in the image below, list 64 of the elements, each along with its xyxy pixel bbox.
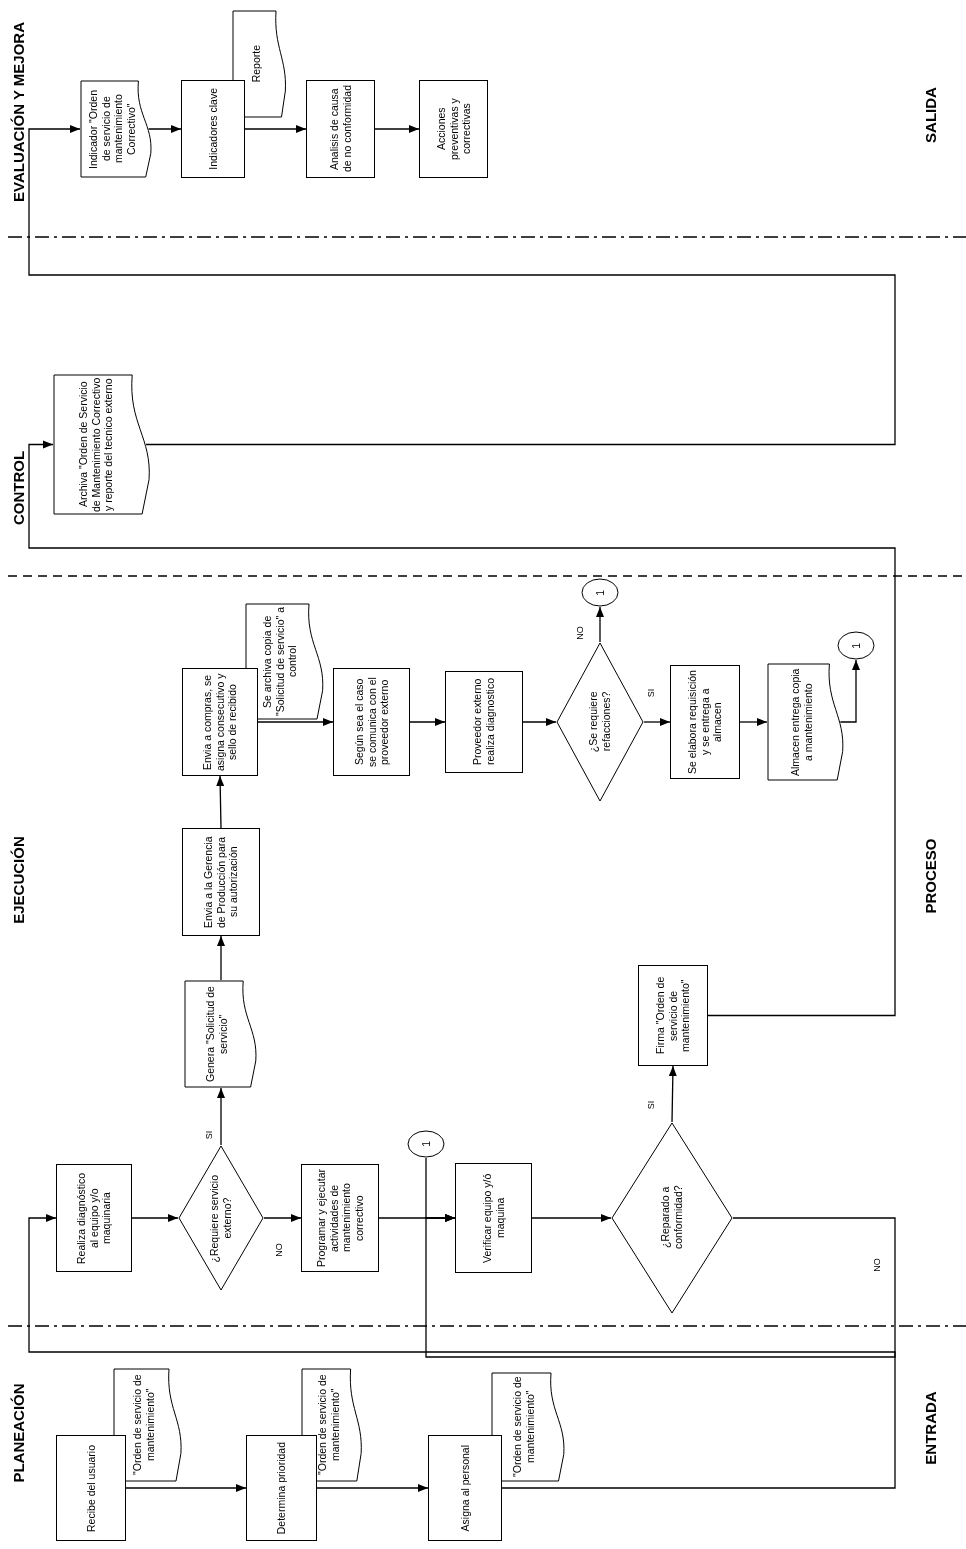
lane-label: EJECUCIÓN <box>10 836 26 924</box>
arrow <box>217 935 225 981</box>
arrow <box>217 1087 225 1146</box>
decision-diamond: ¿Se requiere refacciones? <box>556 642 644 802</box>
decision-diamond: ¿Requiere servicio externo? <box>178 1145 264 1291</box>
process-box: Verificar equipo y/ó maquina <box>455 1163 532 1273</box>
edge-label: SI <box>646 688 656 698</box>
edge-label: SI <box>204 1130 214 1140</box>
process-box: Se elabora requisición y se entrega a almacen <box>670 665 740 779</box>
process-box: Envia a compras, se asigna consecutivo y sello de recibido <box>182 668 258 776</box>
arrow <box>125 1484 247 1492</box>
lane-label: EVALUACIÓN Y MEJORA <box>10 22 26 202</box>
arrow <box>374 125 420 133</box>
process-box: Programar y ejecutar actividades de mantenimiento correctivo <box>301 1164 379 1272</box>
arrow <box>668 1065 677 1123</box>
arrow <box>257 718 334 726</box>
lane-label: SALIDA <box>922 87 938 143</box>
connector-circle: 1 <box>837 631 875 660</box>
process-box: Según sea el caso se comunica con el proveedor externo <box>333 668 410 776</box>
lane-label: ENTRADA <box>922 1391 938 1465</box>
document-shape: "Orden de servicio de mantenimiento" <box>491 1372 566 1482</box>
process-box: Recibe del usuario <box>56 1435 126 1541</box>
document-shape: Genera "Solicitud de servicio" <box>184 980 258 1088</box>
arrow <box>522 718 557 726</box>
arrow <box>131 1214 179 1222</box>
edge-label: NO <box>872 1258 882 1272</box>
arrow <box>425 1214 896 1358</box>
connector-circle: 1 <box>581 578 619 607</box>
document-shape: "Orden de servicio de mantenimiento" <box>113 1368 183 1482</box>
arrow <box>216 775 225 829</box>
document-shape: Reporte <box>232 10 287 118</box>
arrow <box>28 125 896 446</box>
process-box: Indicadores clave <box>181 80 245 178</box>
edge-label: NO <box>575 626 585 640</box>
edge-label: SI <box>646 1100 656 1110</box>
lane-label: CONTROL <box>10 450 26 526</box>
arrow <box>839 659 860 723</box>
lane-label: PROCESO <box>922 838 938 914</box>
edge-label: NO <box>274 1243 284 1257</box>
process-box: Firma "Orden de servicio de mantenimiento" <box>638 965 708 1066</box>
arrow <box>531 1214 612 1222</box>
lane-label: PLANEACIÓN <box>10 1383 26 1483</box>
connector-circle: 1 <box>407 1130 445 1158</box>
arrow <box>316 1484 429 1492</box>
document-shape: Indicador "Orden de servicio de mantenimiento Correctivo" <box>80 80 153 178</box>
process-box: Determina prioridad <box>246 1435 317 1541</box>
arrow <box>596 606 604 643</box>
process-box: Analisis de causa de no conformidad <box>306 80 375 178</box>
process-box: Asigna al personal <box>428 1435 502 1541</box>
process-box: Realiza diagnóstico al equipo y/o maquinaria <box>56 1164 132 1272</box>
arrow <box>409 718 446 726</box>
arrow <box>147 125 182 133</box>
arrow <box>643 718 671 726</box>
document-shape: Almacen entrega copia a mantenimiento <box>767 663 845 781</box>
process-box: Proveedor externo realiza diagnostico <box>445 671 523 773</box>
document-shape: Archiva "Orden de Servicio de Mantenimiento Correctivo y reporte del tecnico externo <box>53 374 152 515</box>
arrow <box>244 125 307 133</box>
process-box: Envia a la Gerencia de Producción para su autorización <box>182 828 260 936</box>
arrow <box>28 1214 896 1489</box>
arrow <box>739 718 768 726</box>
arrow <box>263 1214 302 1222</box>
arrow <box>28 440 896 1017</box>
process-box: Acciones preventivas y correctivas <box>419 80 488 178</box>
decision-diamond: ¿Reparado a conformidad? <box>611 1122 733 1314</box>
